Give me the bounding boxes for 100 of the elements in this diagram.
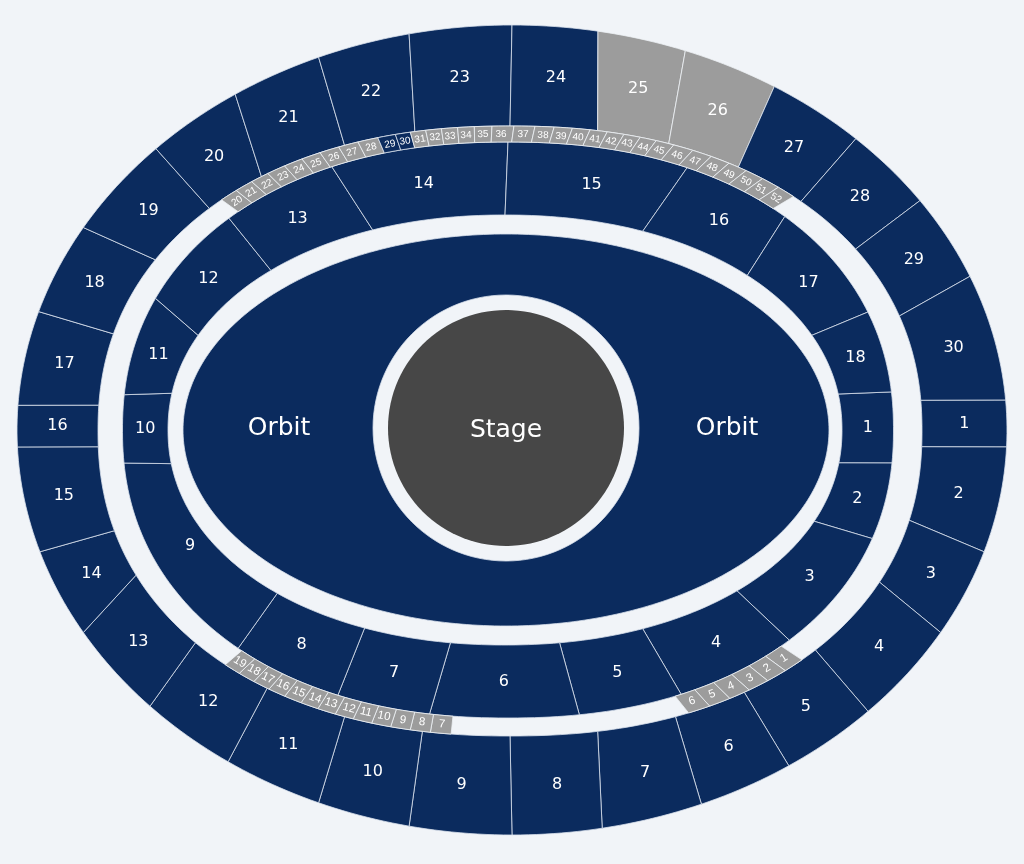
block-number: 36 — [495, 129, 507, 140]
block-number: 12 — [340, 700, 357, 716]
block-number: 2 — [761, 661, 773, 675]
section-number: 13 — [287, 210, 308, 227]
block-number: 30 — [399, 135, 412, 147]
block-number: 39 — [554, 130, 567, 141]
section-number: 2 — [852, 489, 863, 506]
section-number: 24 — [545, 68, 567, 85]
section-number: 1 — [959, 414, 970, 431]
block-number: 51 — [753, 182, 769, 197]
block-number: 37 — [517, 129, 530, 140]
block-number: 42 — [605, 135, 618, 147]
block-number: 44 — [636, 140, 650, 153]
section-number: 3 — [804, 568, 815, 585]
block-number: 21 — [244, 185, 259, 200]
section-number: 7 — [640, 763, 651, 780]
section-number: 14 — [413, 175, 434, 192]
section-number: 16 — [47, 417, 68, 434]
section-number: 19 — [138, 201, 159, 218]
block-number: 38 — [536, 129, 549, 140]
section-number: 5 — [800, 698, 812, 715]
block-number: 40 — [572, 131, 585, 143]
block-number: 20 — [229, 193, 245, 209]
block-number: 9 — [398, 713, 407, 726]
section-number: 26 — [707, 102, 728, 119]
block-number: 52 — [768, 190, 784, 206]
section-number: 5 — [612, 664, 623, 681]
block-number: 6 — [687, 694, 697, 708]
section-number: 29 — [903, 251, 924, 268]
block-number: 48 — [705, 160, 720, 174]
section-number: 7 — [389, 663, 400, 680]
section-number: 10 — [135, 420, 156, 437]
block-number: 27 — [345, 145, 360, 159]
section-number: 11 — [148, 345, 169, 362]
zone-label: Orbit — [695, 413, 759, 439]
block-number: 8 — [418, 716, 426, 729]
zone-label: Orbit — [247, 413, 311, 439]
block-number: 14 — [306, 690, 323, 706]
section-number: 10 — [362, 762, 383, 779]
block-number: 25 — [309, 156, 324, 170]
section-number: 2 — [953, 484, 964, 501]
section-number: 6 — [723, 738, 734, 755]
block-number: 35 — [477, 129, 489, 140]
block-number: 31 — [413, 133, 427, 145]
section-number: 13 — [128, 632, 149, 649]
section-number: 8 — [296, 635, 307, 652]
section-number: 25 — [628, 79, 649, 96]
block-number: 16 — [275, 677, 292, 693]
section-number: 15 — [581, 175, 602, 192]
block-number: 5 — [707, 687, 718, 701]
block-number: 29 — [383, 137, 396, 150]
section-number: 6 — [498, 673, 509, 690]
section-number: 17 — [798, 273, 819, 290]
block-number: 7 — [438, 718, 446, 731]
block-number: 13 — [323, 695, 340, 711]
block-number: 34 — [460, 129, 473, 141]
block-number: 45 — [652, 144, 666, 157]
block-number: 4 — [725, 679, 737, 693]
section-number: 21 — [278, 108, 299, 125]
block-number: 41 — [588, 133, 601, 145]
section-number: 27 — [783, 139, 805, 155]
section-number: 12 — [198, 693, 219, 710]
block-number: 10 — [376, 709, 392, 724]
block-number: 23 — [275, 169, 290, 184]
block-number: 11 — [359, 705, 374, 720]
section-number: 1 — [862, 419, 873, 436]
section-number: 16 — [708, 211, 730, 228]
block-number: 22 — [259, 177, 274, 192]
block-number: 1 — [777, 651, 790, 665]
section-number: 4 — [873, 637, 885, 654]
block-number: 49 — [722, 166, 737, 181]
block-number: 26 — [327, 150, 341, 164]
section-number: 4 — [710, 633, 722, 650]
section-number: 23 — [449, 69, 470, 86]
block-number: 33 — [444, 130, 457, 142]
block-number: 24 — [292, 162, 307, 176]
section-number: 12 — [198, 269, 219, 286]
block-number: 46 — [670, 148, 684, 162]
section-number: 9 — [456, 775, 467, 792]
block-number: 17 — [260, 669, 277, 686]
block-number: 47 — [688, 154, 702, 168]
section-number: 28 — [849, 188, 871, 205]
block-number: 50 — [738, 174, 753, 189]
section-number: 30 — [943, 338, 964, 355]
section-number: 18 — [845, 348, 866, 365]
section-number: 22 — [360, 82, 382, 99]
section-number: 3 — [925, 564, 936, 581]
block-number: 3 — [744, 671, 755, 685]
section-number: 11 — [278, 736, 299, 753]
section-number: 20 — [203, 147, 225, 164]
stage-label: Stage — [469, 415, 543, 441]
section-number: 14 — [81, 565, 102, 582]
block-number: 28 — [364, 141, 378, 154]
block-number: 32 — [428, 131, 441, 143]
section-number: 15 — [53, 487, 74, 504]
section-number: 18 — [84, 273, 105, 290]
block-number: 15 — [290, 683, 307, 700]
section-number: 17 — [54, 355, 75, 371]
section-number: 8 — [551, 776, 563, 793]
section-number: 9 — [184, 537, 196, 553]
